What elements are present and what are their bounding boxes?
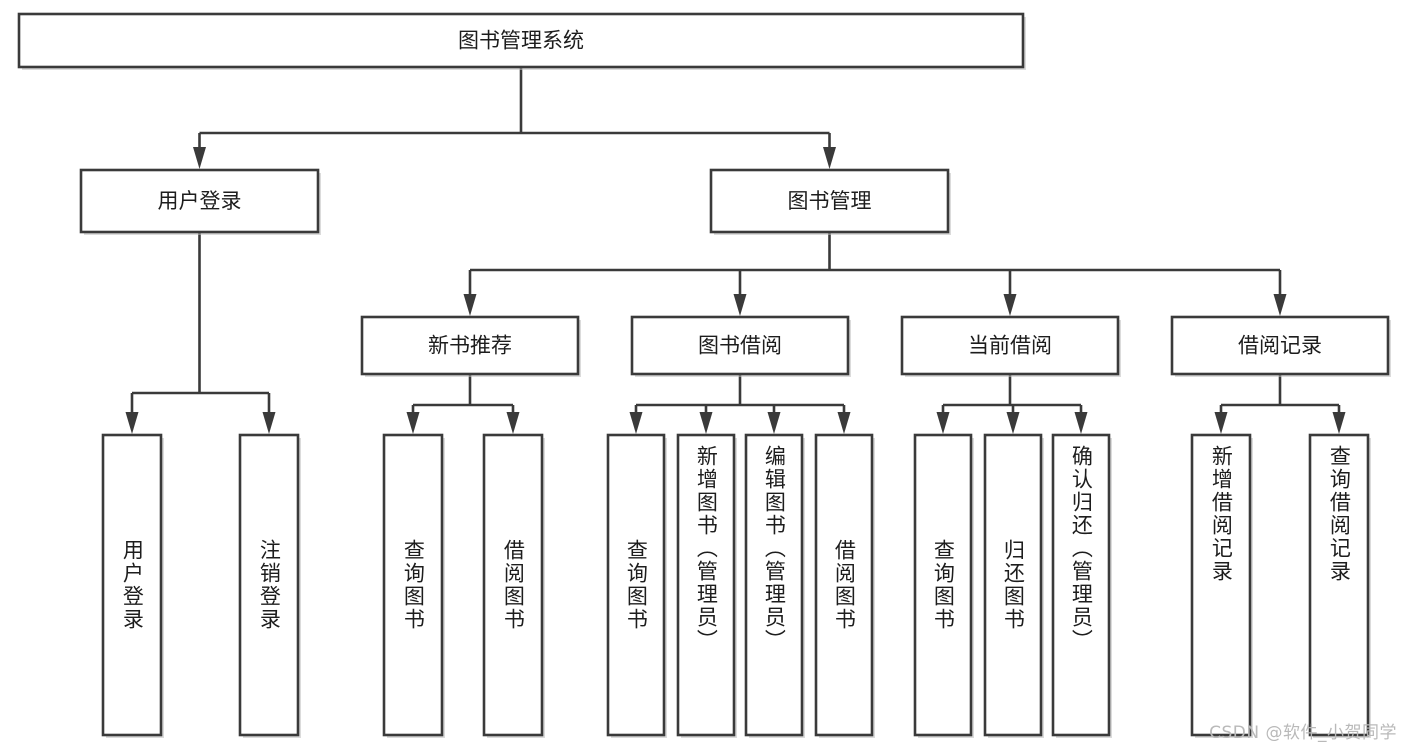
- arrow-head-icon: [1273, 294, 1287, 316]
- connector-layer: [125, 67, 1346, 434]
- node-label-root: 图书管理系统: [458, 29, 584, 53]
- arrow-head-icon: [406, 412, 420, 434]
- arrow-head-icon: [1003, 294, 1017, 316]
- node-box-bookmgmt[interactable]: [709, 168, 950, 234]
- node-box-login[interactable]: [79, 168, 320, 234]
- node-box-leaf-borrow-2[interactable]: [676, 433, 736, 737]
- arrow-head-icon: [1332, 412, 1346, 434]
- node-label-login: 用户登录: [158, 189, 242, 213]
- node-box-newrec[interactable]: [360, 315, 580, 376]
- node-box-leaf-current-1[interactable]: [913, 433, 973, 737]
- arrow-head-icon: [193, 147, 206, 169]
- arrow-head-icon: [823, 147, 836, 169]
- node-box-borrow[interactable]: [630, 315, 850, 376]
- node-box-leaf-login-2[interactable]: [238, 433, 300, 737]
- arrow-head-icon: [733, 294, 747, 316]
- arrow-head-icon: [262, 412, 276, 434]
- node-box-leaf-borrow-4[interactable]: [814, 433, 874, 737]
- arrow-head-icon: [1214, 412, 1228, 434]
- arrow-head-icon: [463, 294, 477, 316]
- node-box-root[interactable]: [17, 12, 1025, 69]
- node-box-leaf-newrec-1[interactable]: [382, 433, 444, 737]
- node-box-leaf-current-3[interactable]: [1051, 433, 1111, 737]
- node-label-borrow: 图书借阅: [698, 334, 782, 358]
- node-label-current: 当前借阅: [968, 334, 1052, 358]
- node-box-leaf-login-1[interactable]: [101, 433, 163, 737]
- node-label-bookmgmt: 图书管理: [788, 189, 872, 213]
- arrow-head-icon: [1006, 412, 1020, 434]
- node-box-records[interactable]: [1170, 315, 1390, 376]
- node-box-leaf-borrow-1[interactable]: [606, 433, 666, 737]
- node-box-layer: [17, 12, 1391, 738]
- arrow-head-icon: [125, 412, 139, 434]
- arrow-head-icon: [699, 412, 713, 434]
- arrow-head-icon: [1074, 412, 1088, 434]
- arrow-head-icon: [506, 412, 520, 434]
- node-box-leaf-records-2[interactable]: [1308, 433, 1370, 737]
- node-box-leaf-records-1[interactable]: [1190, 433, 1252, 737]
- node-label-records: 借阅记录: [1238, 334, 1322, 358]
- arrow-head-icon: [837, 412, 851, 434]
- node-label-newrec: 新书推荐: [428, 334, 512, 358]
- arrow-head-icon: [767, 412, 781, 434]
- node-box-leaf-borrow-3[interactable]: [744, 433, 804, 737]
- node-box-leaf-newrec-2[interactable]: [482, 433, 544, 737]
- node-box-leaf-current-2[interactable]: [983, 433, 1043, 737]
- node-box-current[interactable]: [900, 315, 1120, 376]
- arrow-head-icon: [629, 412, 643, 434]
- arrow-head-icon: [936, 412, 950, 434]
